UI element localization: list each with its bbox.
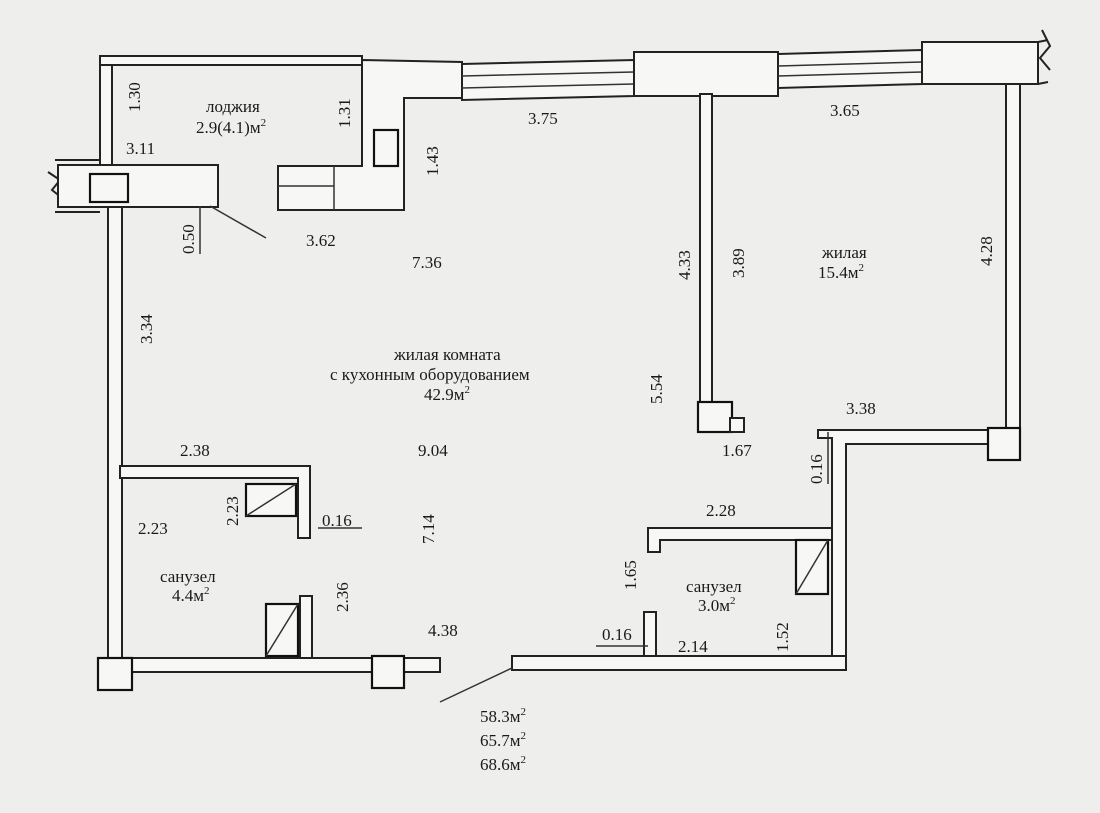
dim-1-30: 1.30 (125, 82, 144, 112)
dim-0-16-left: 0.16 (322, 511, 352, 530)
dim-0-16-bottom: 0.16 (602, 625, 632, 644)
dim-1-65: 1.65 (621, 560, 640, 590)
dim-2-23-horizontal: 2.23 (138, 519, 168, 538)
column-bottom-left (96, 656, 134, 692)
shaft-bath-left-bottom (264, 602, 300, 658)
wall-top-right (921, 41, 1039, 85)
bath-left-name: санузел (160, 567, 216, 586)
entrance-line (439, 667, 513, 703)
dim-2-14: 2.14 (678, 637, 708, 656)
living-name-line1: жилая комната (393, 345, 501, 364)
dim-2-38: 2.38 (180, 441, 210, 460)
window-2-lines (777, 61, 923, 77)
dim-2-23-vertical: 2.23 (223, 496, 242, 526)
wall-right-outer (1005, 83, 1021, 433)
dim-3-38: 3.38 (846, 399, 876, 418)
room-labels: лоджия 2.9(4.1)м2 жилая комната с кухонн… (160, 97, 867, 774)
wall-partition-bedroom (699, 93, 713, 405)
dim-1-43: 1.43 (423, 146, 442, 176)
loggia-door-line (209, 205, 267, 239)
dim-5-54: 5.54 (647, 374, 666, 404)
wall-loggia-right-inner (278, 166, 335, 210)
wall-bath-left-stub (299, 595, 313, 659)
bath-right-name: санузел (686, 577, 742, 596)
column-left-top (88, 172, 130, 204)
dim-0-50: 0.50 (179, 224, 198, 254)
loggia-area: 2.9(4.1)м2 (196, 117, 266, 137)
window-1-lines (461, 71, 635, 89)
dim-2-28: 2.28 (706, 501, 736, 520)
living-area: 42.9м2 (424, 384, 470, 404)
bedroom-area: 15.4м2 (818, 262, 864, 282)
wall-bath-right-stub (643, 611, 657, 661)
wall-partition-stub (729, 417, 745, 433)
wall-loggia-left (99, 55, 113, 177)
dim-3-34: 3.34 (137, 314, 156, 344)
wall-loggia-bottom (57, 164, 219, 208)
column-bottom-mid (370, 654, 406, 690)
wall-bottom-right (511, 655, 847, 671)
bedroom-name: жилая (821, 243, 867, 262)
wall-top-pier (633, 51, 779, 97)
column-partition (696, 400, 734, 434)
dim-1-52: 1.52 (773, 622, 792, 652)
dim-4-33: 4.33 (675, 250, 694, 280)
wall-top-window-1 (461, 58, 635, 102)
dim-3-75: 3.75 (528, 109, 558, 128)
wall-top-window-2 (777, 48, 923, 90)
shaft-bath-left-top (244, 482, 298, 518)
dim-1-67: 1.67 (722, 441, 752, 460)
bath-left-area: 4.4м2 (172, 585, 210, 605)
dim-4-28: 4.28 (977, 236, 996, 266)
dim-3-65: 3.65 (830, 101, 860, 120)
dim-3-11: 3.11 (126, 139, 155, 158)
dim-3-62: 3.62 (306, 231, 336, 250)
wall-bath-right-top (817, 429, 1021, 669)
dim-3-89: 3.89 (729, 248, 748, 278)
loggia-name: лоджия (206, 97, 260, 116)
total-area-3: 68.6м2 (480, 754, 526, 774)
wall-loggia-right (277, 58, 463, 211)
dimension-labels: 1.30 1.31 1.43 3.11 0.50 3.62 3.75 3.65 … (125, 82, 996, 656)
dim-7-36: 7.36 (412, 253, 442, 272)
dimension-lines (199, 206, 829, 647)
living-name-line2: с кухонным оборудованием (330, 365, 530, 384)
wall-loggia-top (99, 55, 363, 66)
wall-bath-left-top (119, 465, 311, 539)
column-right (986, 426, 1022, 462)
dim-4-38: 4.38 (428, 621, 458, 640)
dim-0-16-right: 0.16 (807, 454, 826, 484)
wall-bath-right-inner (647, 527, 833, 553)
dim-7-14: 7.14 (419, 514, 438, 544)
shaft-bath-right (794, 538, 830, 596)
column-loggia (372, 128, 400, 168)
wall-break-right (1037, 29, 1052, 85)
wall-left-outer (107, 199, 123, 671)
walls (47, 29, 1052, 703)
dim-2-36: 2.36 (333, 582, 352, 612)
dim-1-31: 1.31 (335, 98, 354, 128)
dim-9-04: 9.04 (418, 441, 448, 460)
total-area-2: 65.7м2 (480, 730, 526, 750)
total-area-1: 58.3м2 (480, 706, 526, 726)
bath-right-area: 3.0м2 (698, 595, 736, 615)
fixtures (244, 482, 830, 658)
